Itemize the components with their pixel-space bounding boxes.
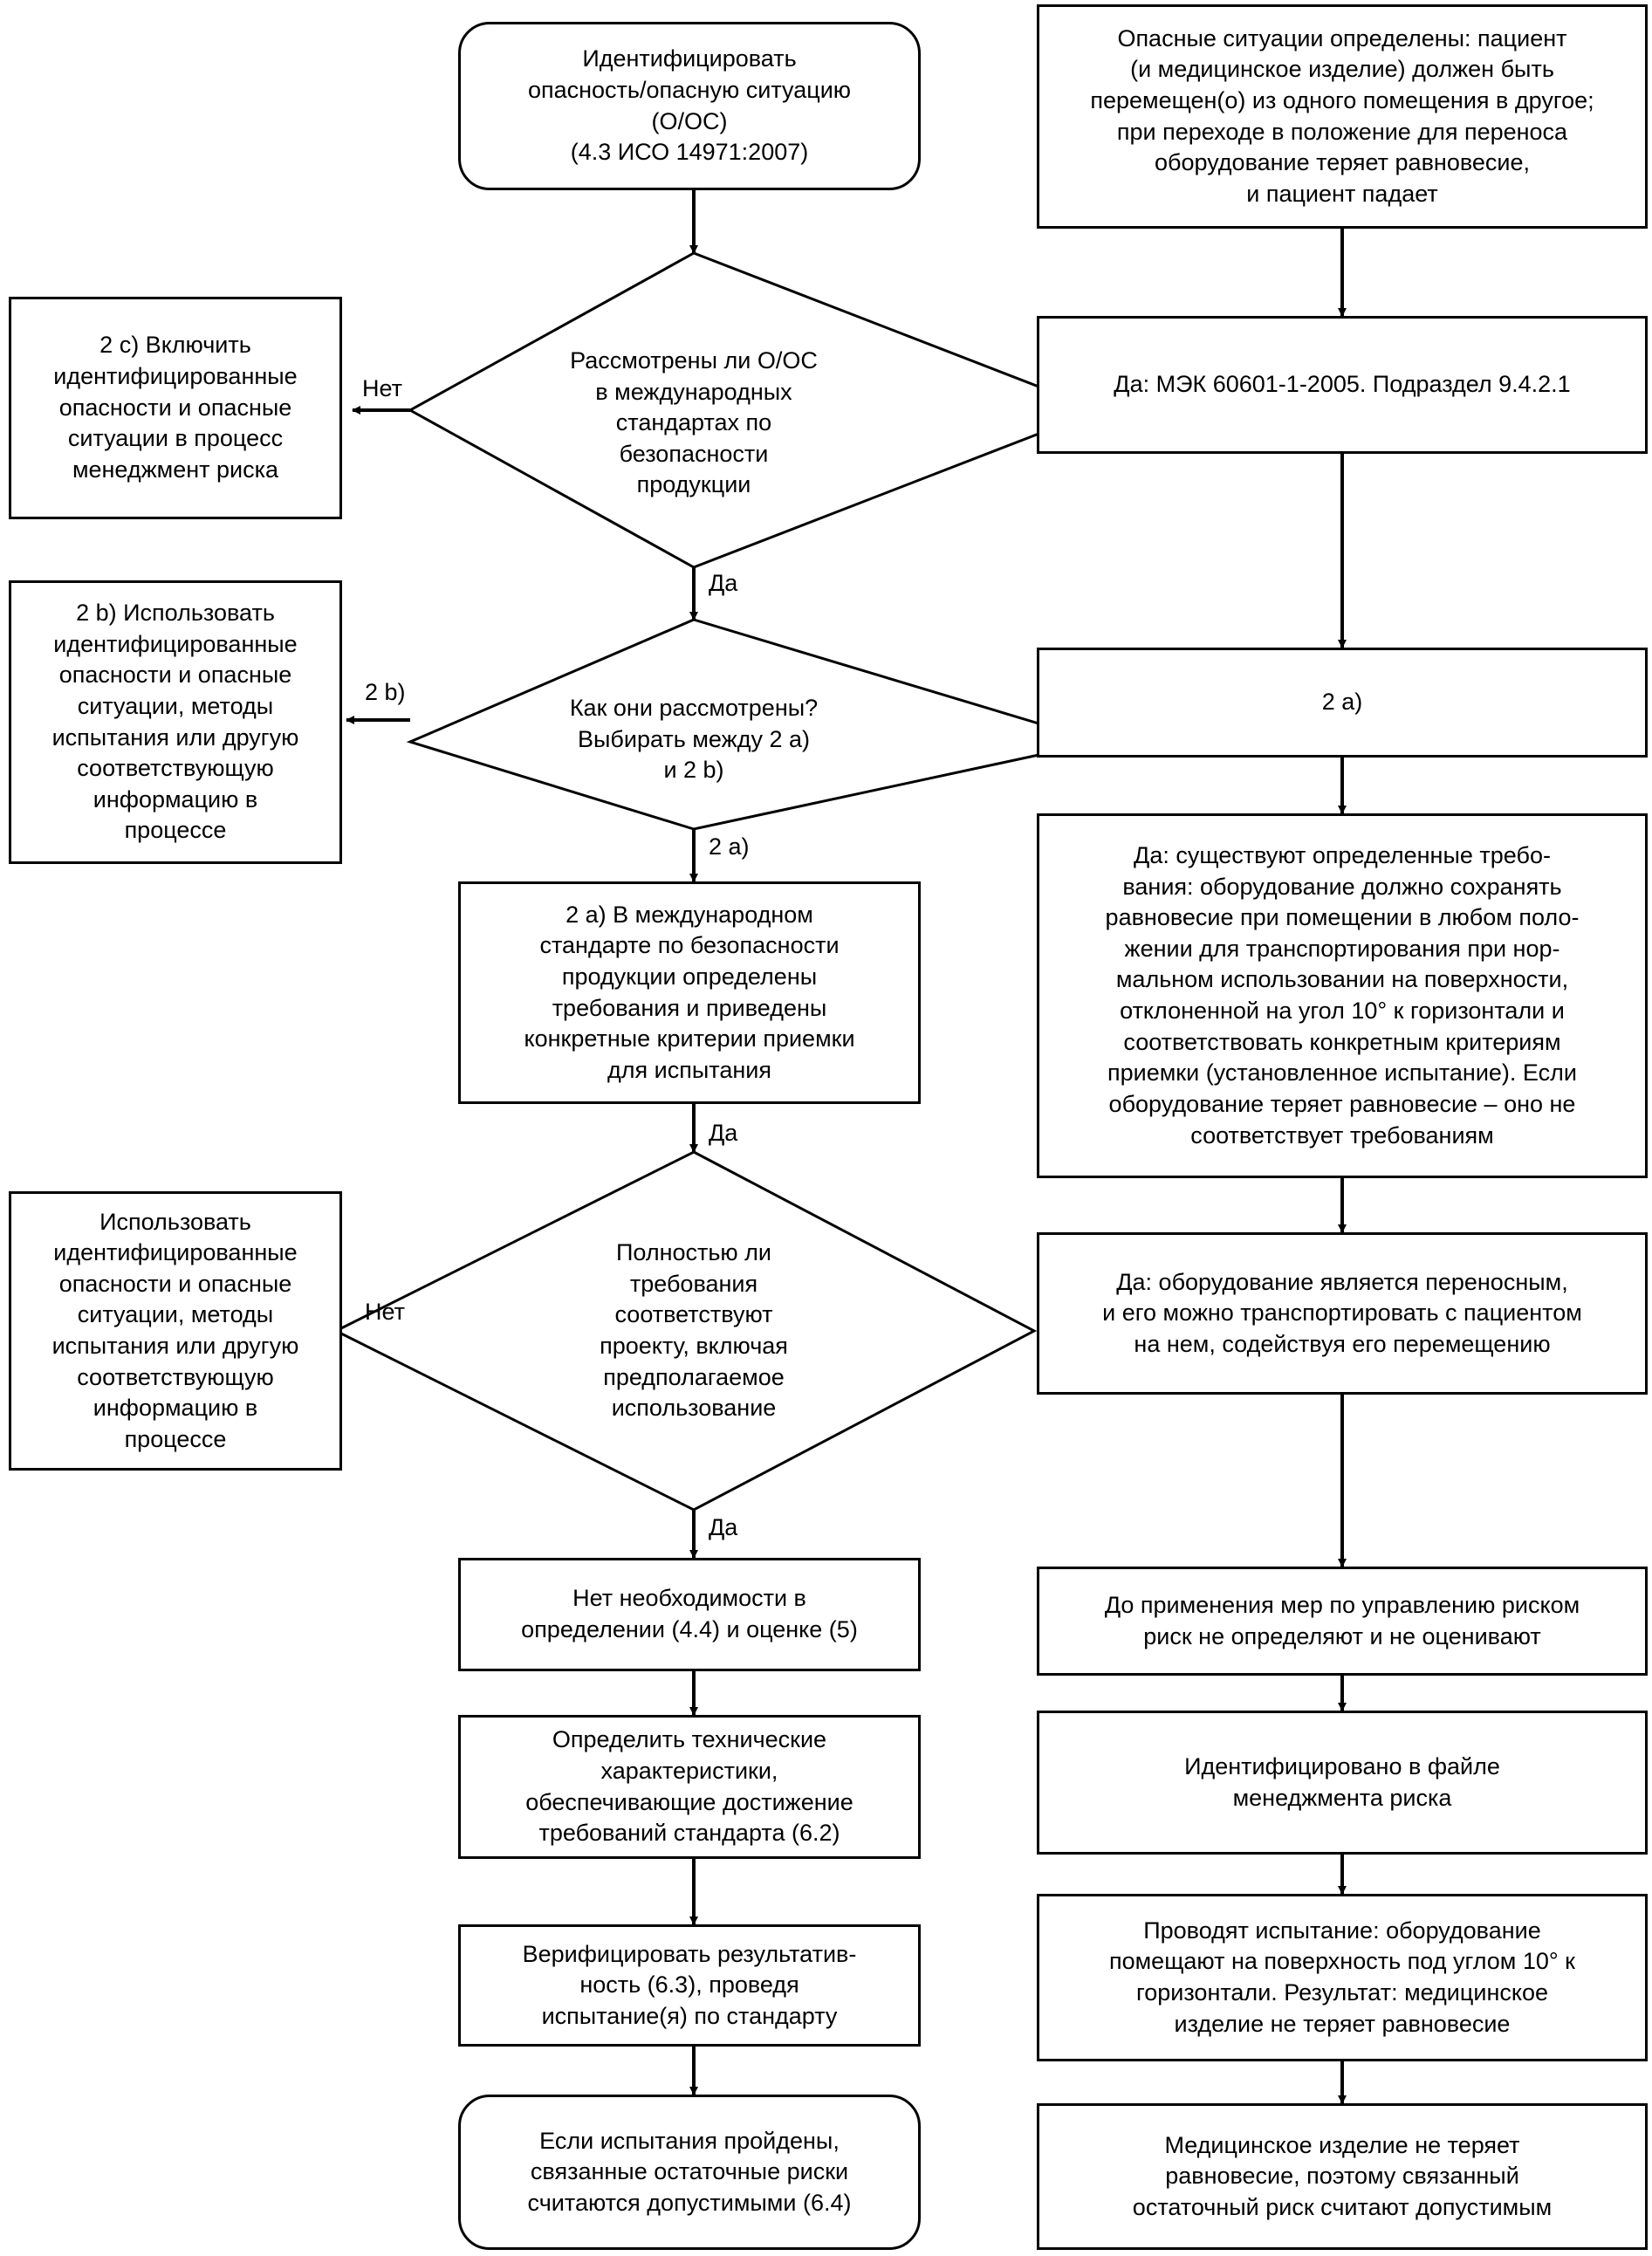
label-yes-considered: Да: [709, 570, 738, 596]
box-verify: Верифицировать результатив- ность (6.3),…: [458, 1924, 921, 2047]
right-box-7-text: Идентифицировано в файле менеджмента рис…: [1184, 1752, 1500, 1811]
decision-considered-text: Рассмотрены ли О/ОС в международных стан…: [570, 346, 818, 498]
right-box-3-text: 2 а): [1321, 689, 1363, 716]
box-no-need-text: Нет необходимости в определении (4.4) и …: [521, 1585, 858, 1642]
right-box-7: Идентифицировано в файле менеджмента рис…: [1037, 1711, 1648, 1855]
right-box-5: Да: оборудование является переносным, и …: [1037, 1232, 1648, 1395]
right-box-2-text: Да: МЭК 60601-1-2005. Подраздел 9.4.2.1: [1114, 371, 1571, 398]
box-use-text: Использовать идентифицированные опасност…: [51, 1208, 299, 1452]
decision-how: Как они рассмотрены? Выбирать между 2 а)…: [515, 689, 873, 790]
right-box-9: Медицинское изделие не теряет равновесие…: [1037, 2103, 1648, 2250]
right-box-9-text: Медицинское изделие не теряет равновесие…: [1132, 2131, 1553, 2220]
right-box-1-text: Опасные ситуации определены: пациент (и …: [1090, 24, 1594, 207]
decision-full: Полностью ли требования соответствуют пр…: [541, 1231, 847, 1431]
box-verify-text: Верифицировать результатив- ность (6.3),…: [522, 1940, 857, 2029]
box-define-text: Определить технические характеристики, о…: [525, 1726, 853, 1847]
end-node: Если испытания пройдены, связанные остат…: [458, 2095, 921, 2250]
right-box-8-text: Проводят испытание: оборудование помещаю…: [1108, 1917, 1575, 2037]
box-2a-text: 2 а) В международном стандарте по безопа…: [524, 901, 855, 1083]
decision-considered: Рассмотрены ли О/ОС в международных стан…: [497, 345, 890, 502]
box-2b: 2 b) Использовать идентифицированные опа…: [9, 580, 342, 864]
right-box-5-text: Да: оборудование является переносным, и …: [1102, 1268, 1582, 1357]
box-2c: 2 с) Включить идентифицированные опаснос…: [9, 297, 342, 519]
box-2b-text: 2 b) Использовать идентифицированные опа…: [51, 600, 299, 844]
label-no-considered: Нет: [362, 375, 402, 401]
right-box-1: Опасные ситуации определены: пациент (и …: [1037, 4, 1648, 229]
label-yes-full: Да: [709, 1514, 738, 1540]
box-2a: 2 а) В международном стандарте по безопа…: [458, 881, 921, 1104]
label-choice-2b: 2 b): [365, 679, 406, 705]
decision-full-text: Полностью ли требования соответствуют пр…: [600, 1239, 788, 1422]
right-box-3: 2 а): [1037, 648, 1648, 758]
box-no-need: Нет необходимости в определении (4.4) и …: [458, 1558, 921, 1671]
box-define: Определить технические характеристики, о…: [458, 1715, 921, 1859]
right-box-4: Да: существуют определенные требо- вания…: [1037, 813, 1648, 1178]
label-choice-2a: 2 а): [709, 833, 750, 860]
right-box-8: Проводят испытание: оборудование помещаю…: [1037, 1894, 1648, 2061]
label-yes-2a: Да: [709, 1120, 738, 1146]
end-text: Если испытания пройдены, связанные остат…: [527, 2127, 852, 2216]
right-box-6-text: До применения мер по управлению риском р…: [1104, 1591, 1580, 1649]
right-box-2: Да: МЭК 60601-1-2005. Подраздел 9.4.2.1: [1037, 316, 1648, 454]
start-node: Идентифицировать опасность/опасную ситуа…: [458, 22, 921, 190]
right-box-6: До применения мер по управлению риском р…: [1037, 1567, 1648, 1676]
box-use: Использовать идентифицированные опасност…: [9, 1191, 342, 1471]
box-2c-text: 2 с) Включить идентифицированные опаснос…: [53, 332, 298, 483]
start-text: Идентифицировать опасность/опасную ситуа…: [527, 45, 852, 166]
decision-how-text: Как они рассмотрены? Выбирать между 2 а)…: [569, 695, 819, 784]
label-no-full: Нет: [365, 1299, 405, 1325]
right-box-4-text: Да: существуют определенные требо- вания…: [1105, 841, 1580, 1149]
